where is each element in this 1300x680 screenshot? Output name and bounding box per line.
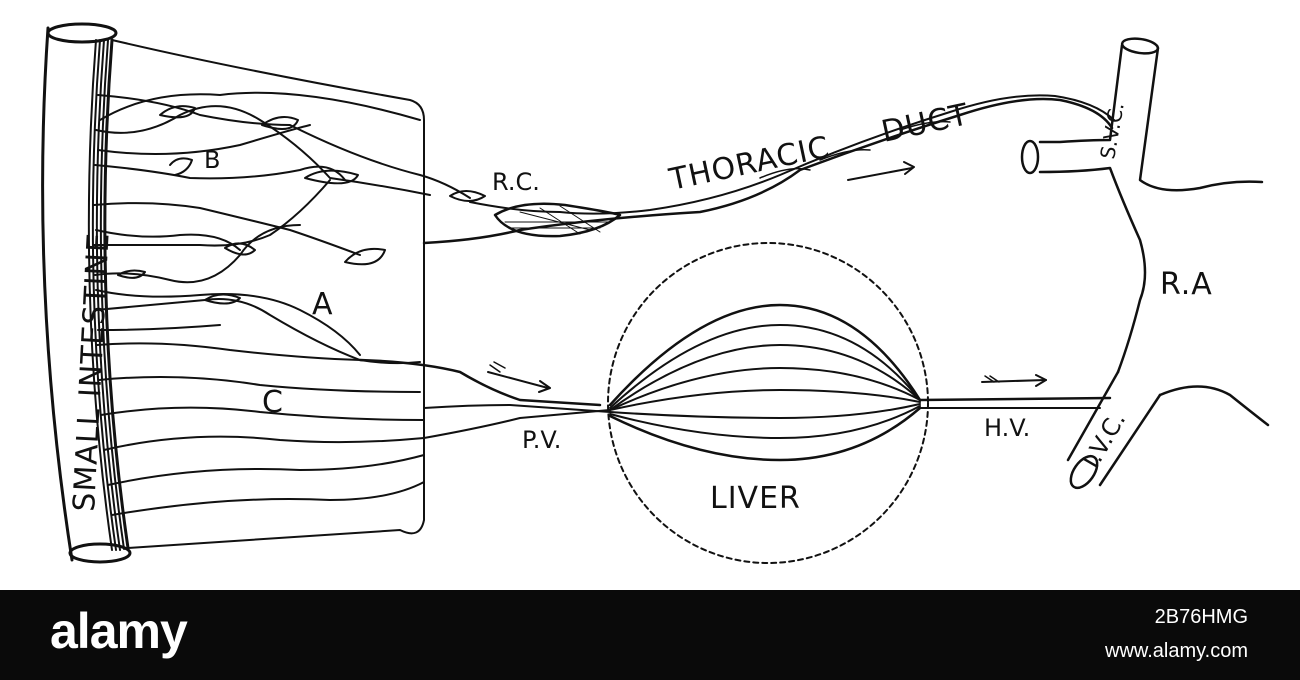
portal-system	[358, 303, 1112, 462]
label-rc: R.C.	[492, 168, 540, 196]
heart-vessels	[1020, 37, 1270, 490]
lymph-circulation-diagram: SMALL INTESTINE THORACIC DUCT S.V.C. R.C…	[41, 22, 1270, 564]
label-ivc: I.V.C.	[1077, 407, 1131, 473]
label-ra: R.A	[1160, 267, 1213, 302]
image-id: 2B76HMG	[1154, 606, 1248, 628]
label-duct: DUCT	[878, 97, 972, 150]
label-b: B	[204, 146, 220, 174]
brand-logo: alamy	[50, 603, 188, 659]
label-c: C	[262, 385, 284, 420]
thoracic-duct	[422, 94, 1115, 245]
label-pv: P.V.	[522, 426, 561, 454]
watermark-banner: alamy 2B76HMG www.alamy.com	[0, 590, 1300, 680]
label-hv: H.V.	[984, 414, 1030, 442]
small-intestine-wall	[41, 22, 425, 564]
diagram-area: SMALL INTESTINE THORACIC DUCT S.V.C. R.C…	[41, 22, 1270, 564]
liver-outline	[607, 242, 929, 564]
lacteal-network	[93, 91, 486, 516]
site-url: www.alamy.com	[1105, 640, 1248, 662]
label-a: A	[312, 287, 334, 322]
label-thoracic: THORACIC	[665, 130, 833, 198]
label-liver: LIVER	[710, 481, 801, 516]
